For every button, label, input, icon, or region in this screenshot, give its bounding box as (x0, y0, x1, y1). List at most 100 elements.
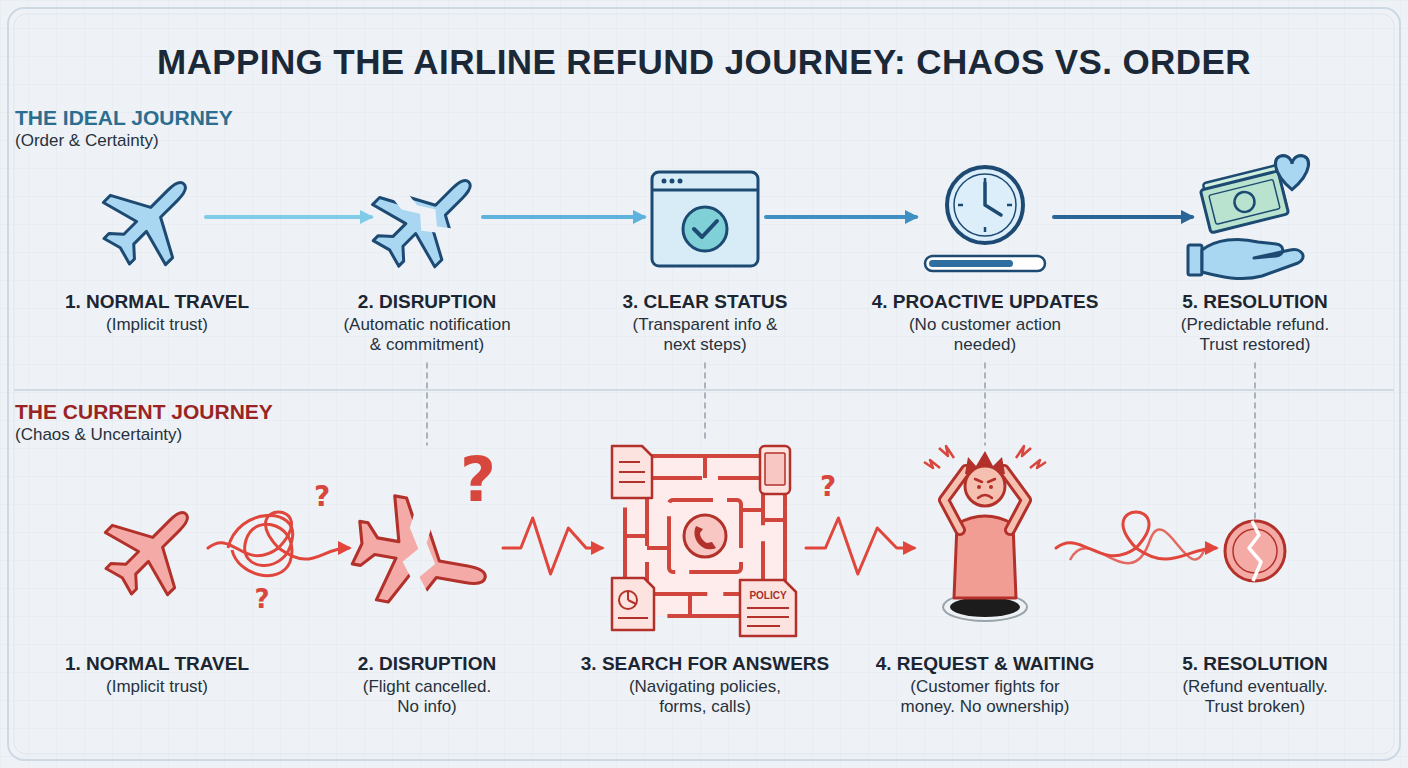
status-window-icon (652, 172, 758, 266)
window-bar (652, 189, 758, 192)
step-heading: 2. DISRUPTION (287, 652, 567, 676)
crack (1249, 521, 1261, 581)
step-description: (No customer action needed) (895, 315, 1075, 355)
step-text: 5. RESOLUTION(Predictable refund. Trust … (1115, 290, 1395, 355)
dashed-link (426, 363, 428, 445)
policy-document (740, 580, 796, 636)
broken-trust-icon (1225, 521, 1285, 581)
section-subtitle: (Order & Certainty) (15, 131, 159, 151)
banknote-front (1200, 171, 1288, 233)
phone-handset (694, 526, 716, 549)
clock-hands (985, 183, 1001, 215)
step-description: (Predictable refund. Trust restored) (1165, 315, 1345, 355)
airplane-back (355, 155, 484, 284)
step-text: 3. CLEAR STATUS(Transparent info & next … (565, 290, 845, 355)
dashed-link (1254, 363, 1256, 518)
question-mark: ? (323, 444, 633, 515)
step-description: (Refund eventually. Trust broken) (1170, 677, 1340, 717)
question-mark: ? (758, 471, 898, 503)
window-dot (662, 179, 667, 184)
tangle-scribble (228, 515, 293, 575)
section-heading: THE CURRENT JOURNEY (15, 400, 273, 424)
frustrated-person-icon (924, 446, 1046, 621)
journey-step: 2. DISRUPTION(Automatic notification & c… (377, 168, 477, 268)
journey-step: 4. PROACTIVE UPDATES(No customer action … (922, 160, 1048, 276)
maze-wall (647, 478, 763, 594)
heart-symbol (1275, 156, 1308, 190)
progress-fill (929, 260, 1013, 267)
document-icon (612, 446, 652, 498)
step-text: 2. DISRUPTION(Automatic notification & c… (287, 290, 567, 355)
section-divider (14, 389, 1394, 391)
step-description: (Automatic notification & commitment) (338, 315, 516, 355)
pie-chart (619, 591, 637, 609)
inner-ring (1233, 529, 1277, 573)
journey-step: 3. CLEAR STATUS(Transparent info & next … (650, 170, 760, 268)
flow-arrow (206, 215, 371, 219)
mobile-phone (760, 446, 790, 494)
step-text: 2. DISRUPTION(Flight cancelled. No info) (287, 652, 567, 717)
clock-ticks (958, 178, 1012, 232)
clock-face (947, 167, 1023, 243)
step-heading: 4. REQUEST & WAITING (845, 652, 1125, 676)
flow-arrow (483, 215, 644, 219)
document-lines (619, 462, 645, 482)
check-mark (694, 221, 717, 237)
step-heading: 1. NORMAL TRAVEL (17, 652, 297, 676)
step-text: 1. NORMAL TRAVEL(Implicit trust) (17, 652, 297, 697)
phone-circle (684, 515, 726, 557)
banknote-border (1209, 179, 1280, 224)
dashed-link (704, 363, 706, 440)
document-lines (618, 617, 648, 619)
stress-bolts (1016, 446, 1046, 468)
section-heading: THE IDEAL JOURNEY (15, 106, 233, 130)
broken-airplane-icon (355, 145, 500, 290)
clock-ring (954, 174, 1016, 236)
banknote-seal (1232, 190, 1256, 214)
document-lines (747, 608, 789, 626)
diagram-title: MAPPING THE AIRLINE REFUND JOURNEY: CHAO… (0, 40, 1408, 84)
step-heading: 2. DISRUPTION (287, 290, 567, 314)
head (965, 466, 1005, 506)
check-circle (683, 207, 727, 251)
window-frame (652, 172, 758, 266)
progress-bar (925, 256, 1045, 271)
document-label: POLICY (743, 590, 793, 602)
inner-frame (14, 14, 1394, 754)
airplane-icon (88, 483, 217, 612)
maze-wall (669, 500, 741, 572)
journey-step: 4. REQUEST & WAITING(Customer fights for… (920, 445, 1050, 623)
step-description: (Flight cancelled. No info) (356, 677, 498, 717)
step-description: (Implicit trust) (57, 677, 257, 697)
chaotic-arrow (208, 512, 349, 559)
step-heading: 5. RESOLUTION (1115, 652, 1395, 676)
phone-screen (765, 453, 785, 485)
step-heading: 4. PROACTIVE UPDATES (845, 290, 1125, 314)
flow-arrow (1054, 215, 1192, 219)
clock-icon (925, 167, 1045, 271)
angry-face (975, 479, 995, 498)
question-mark: ? (197, 585, 327, 615)
banknote (1199, 165, 1289, 233)
step-heading: 1. NORMAL TRAVEL (17, 290, 297, 314)
step-description: (Customer fights for money. No ownership… (898, 677, 1073, 717)
step-text: 1. NORMAL TRAVEL(Implicit trust) (17, 290, 297, 335)
flow-arrow (766, 215, 916, 219)
eye (989, 485, 993, 489)
journey-step: 3. SEARCH FOR ANSWERS(Navigating policie… (608, 440, 800, 636)
journey-step: 1. NORMAL TRAVEL(Implicit trust) (102, 498, 202, 598)
step-description: (Implicit trust) (57, 315, 257, 335)
airplane-icon (86, 153, 215, 282)
window-dot (670, 179, 675, 184)
airplane-back (347, 491, 478, 615)
black-hole (950, 597, 1020, 617)
broken-circle (1225, 521, 1285, 581)
sleeve-cuff (1188, 245, 1202, 275)
stress-bolts (924, 446, 954, 468)
journey-step: 5. RESOLUTION(Predictable refund. Trust … (1198, 158, 1312, 274)
maze-illustration (612, 446, 796, 636)
eye (977, 485, 981, 489)
